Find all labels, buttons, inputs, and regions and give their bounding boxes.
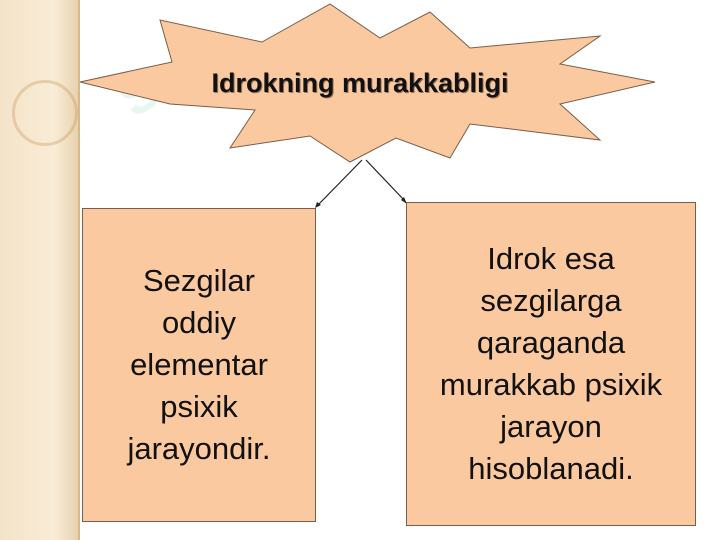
left-box-text: Sezgilar oddiy elementar psixik jarayond… — [127, 263, 271, 466]
right-box: Idrok esa sezgilarga qaraganda murakkab … — [406, 202, 696, 526]
arrowhead-right — [401, 197, 407, 204]
connector-right — [365, 159, 405, 201]
decorative-ring — [12, 80, 78, 146]
arrowhead-left — [315, 202, 321, 208]
left-box: Sezgilar oddiy elementar psixik jarayond… — [82, 208, 316, 522]
right-box-text: Idrok esa sezgilarga qaraganda murakkab … — [439, 241, 663, 486]
side-decoration-bar — [0, 0, 80, 540]
title-star-shape — [79, 3, 656, 163]
connector-left — [317, 159, 363, 206]
diagram-title: Idrokning murakkabligi — [211, 68, 509, 98]
